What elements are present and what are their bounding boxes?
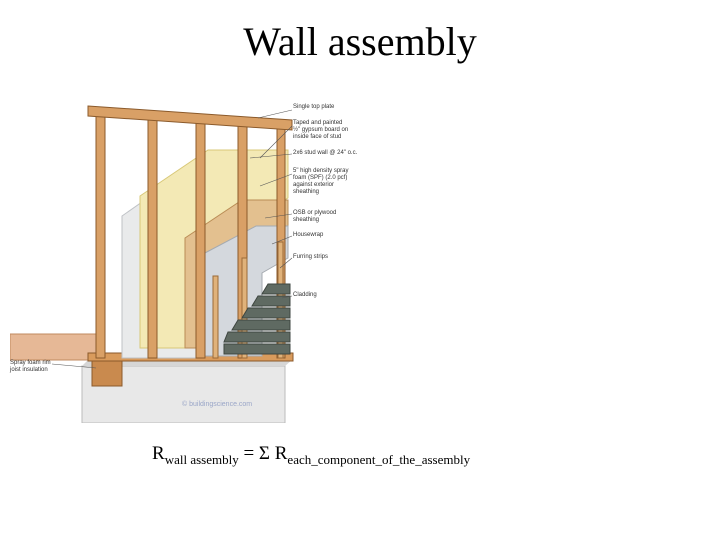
callout-label: Single top plate xyxy=(293,104,335,110)
formula-lhs-subscript: wall assembly xyxy=(164,452,239,467)
callout-label: Cladding xyxy=(293,292,317,298)
leader-line xyxy=(279,257,293,269)
top-plate xyxy=(87,105,293,131)
leader-line xyxy=(249,153,293,159)
leader-line xyxy=(264,213,293,219)
wall-assembly-illustration: Single top plate Taped and painted ½" gy… xyxy=(9,98,360,424)
callout-label: OSB or plywood sheathing xyxy=(293,210,337,223)
callout-label: Housewrap xyxy=(293,232,324,238)
cladding-course xyxy=(241,307,291,319)
cladding xyxy=(223,283,291,355)
leader-lines xyxy=(51,109,293,369)
stud xyxy=(147,117,158,359)
slide-title: Wall assembly xyxy=(243,19,477,64)
callout-label: Furring strips xyxy=(293,254,329,260)
cladding-course xyxy=(223,331,291,343)
formula-rhs-symbol: R xyxy=(274,443,288,464)
leader-line xyxy=(51,363,97,369)
callout-label: 5" high density spray foam (SPF) (2.0 pc… xyxy=(293,168,349,195)
callout-label: 2x6 stud wall @ 24" o.c. xyxy=(293,150,358,156)
formula-operator: = Σ xyxy=(243,443,270,464)
furring-strip xyxy=(241,257,248,359)
leader-line xyxy=(281,295,293,299)
formula-rhs-subscript: each_component_of_the_assembly xyxy=(287,452,471,467)
leader-line xyxy=(271,235,293,245)
formula-lhs-symbol: R xyxy=(152,443,165,464)
callout-label: Spray foam rim joist insulation xyxy=(10,360,51,373)
leader-line xyxy=(259,173,293,187)
cladding-course xyxy=(231,319,291,331)
cladding-course xyxy=(261,283,291,295)
wall-section-drawing xyxy=(9,105,294,424)
furring-strip xyxy=(212,275,219,359)
stud xyxy=(195,121,206,359)
leader-line xyxy=(257,109,293,119)
image-credit: © buildingscience.com xyxy=(182,401,253,408)
callout-label: Taped and painted ½" gypsum board on ins… xyxy=(293,120,349,140)
leader-line xyxy=(259,125,293,159)
r-value-formula: Rwall assembly = Σ Reach_component_of_th… xyxy=(152,443,470,468)
stud xyxy=(95,111,106,359)
cladding-course xyxy=(251,295,291,307)
cladding-course xyxy=(223,343,291,355)
